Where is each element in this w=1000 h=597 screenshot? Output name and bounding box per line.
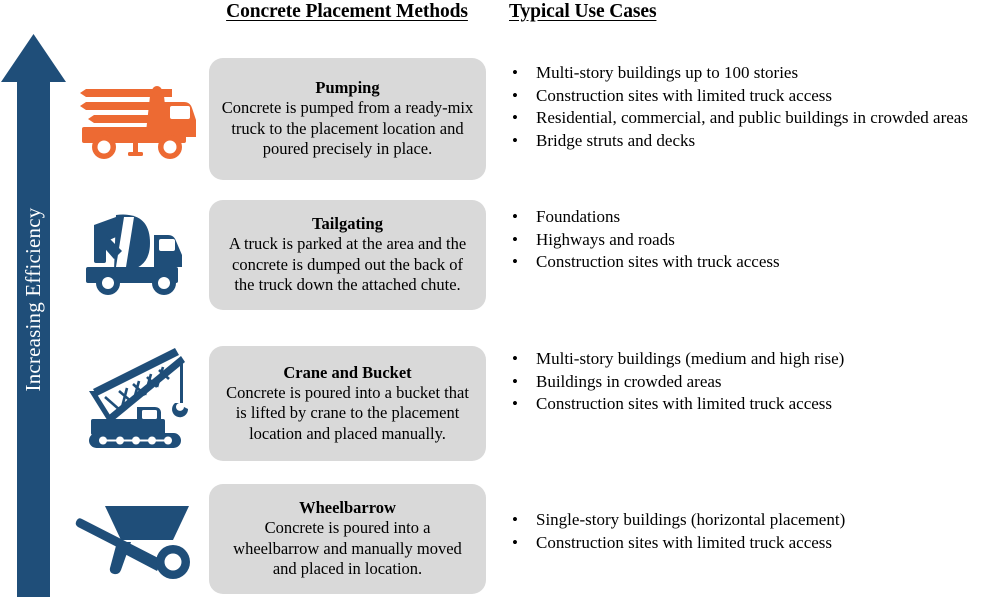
list-item-label: Residential, commercial, and public buil… [536,108,968,128]
list-item: • Highways and roads [512,229,1000,252]
list-item-label: Highways and roads [536,229,675,249]
list-item: • Bridge struts and decks [512,130,1000,153]
list-item-label: Construction sites with limited truck ac… [536,532,833,552]
crawler-crane-icon [89,348,189,448]
method-title: Crane and Bucket [283,362,412,382]
list-item: • Construction sites with limited truck … [512,85,1000,108]
bullet-icon: • [512,63,518,82]
method-title: Wheelbarrow [299,498,396,518]
list-item-label: Single-story buildings (horizontal place… [536,510,846,529]
bullet-icon: • [512,510,518,529]
icon-cell-pumping [68,70,208,170]
list-item-label: Construction sites with truck access [536,252,780,272]
list-item: • Single-story buildings (horizontal pla… [512,509,1000,532]
method-box-tailgating: Tailgating A truck is parked at the area… [209,200,486,310]
method-description: A truck is parked at the area and the co… [228,234,467,295]
increasing-efficiency-arrow: Increasing Efficiency [0,32,70,597]
wheelbarrow-icon [75,506,190,579]
bullet-icon: • [512,108,518,128]
method-box-wheelbarrow: Wheelbarrow Concrete is poured into a wh… [209,484,486,594]
list-item: • Construction sites with limited truck … [512,393,1000,416]
bullet-icon: • [512,85,518,105]
column-header-methods: Concrete Placement Methods [226,1,468,22]
method-description: Concrete is poured into a bucket that is… [226,382,469,443]
list-item-label: Construction sites with limited truck ac… [536,394,833,414]
list-item-label: Construction sites with limited truck ac… [536,85,833,105]
method-title: Pumping [315,78,380,98]
list-item-label: Multi-story buildings up to 100 stories [536,63,799,82]
icon-cell-tailgating [68,205,208,300]
bullet-icon: • [512,394,518,414]
icon-cell-wheelbarrow [68,496,208,584]
list-item: • Buildings in crowded areas [512,371,1000,394]
bullet-icon: • [512,130,518,150]
bullet-icon: • [512,371,518,391]
method-box-pumping: Pumping Concrete is pumped from a ready-… [209,58,486,180]
column-header-use-cases: Typical Use Cases [509,1,657,22]
list-item-label: Foundations [536,207,621,226]
use-case-list-wheelbarrow: • Single-story buildings (horizontal pla… [512,509,1000,554]
concrete-pump-truck-icon [80,86,196,159]
use-case-list-pumping: • Multi-story buildings up to 100 storie… [512,62,1000,152]
bullet-icon: • [512,207,518,226]
list-item: • Multi-story buildings up to 100 storie… [512,62,1000,85]
list-item: • Construction sites with limited truck … [512,532,1000,555]
list-item-label: Buildings in crowded areas [536,371,722,391]
bullet-icon: • [512,252,518,272]
method-description: Concrete is poured into a wheelbarrow an… [233,518,462,579]
up-arrow-icon [1,34,66,597]
list-item: • Foundations [512,206,1000,229]
list-item: • Construction sites with truck access [512,251,1000,274]
list-item-label: Multi-story buildings (medium and high r… [536,349,845,368]
method-description: Concrete is pumped from a ready-mix truc… [221,98,474,159]
bullet-icon: • [512,532,518,552]
method-title: Tailgating [312,214,383,234]
icon-cell-crane [68,345,208,449]
concrete-mixer-truck-icon [86,214,182,295]
method-box-crane: Crane and Bucket Concrete is poured into… [209,346,486,461]
bullet-icon: • [512,349,518,368]
list-item: • Residential, commercial, and public bu… [512,107,1000,130]
list-item: • Multi-story buildings (medium and high… [512,348,1000,371]
bullet-icon: • [512,229,518,249]
use-case-list-tailgating: • Foundations • Highways and roads • Con… [512,206,1000,274]
use-case-list-crane: • Multi-story buildings (medium and high… [512,348,1000,416]
list-item-label: Bridge struts and decks [536,130,696,150]
